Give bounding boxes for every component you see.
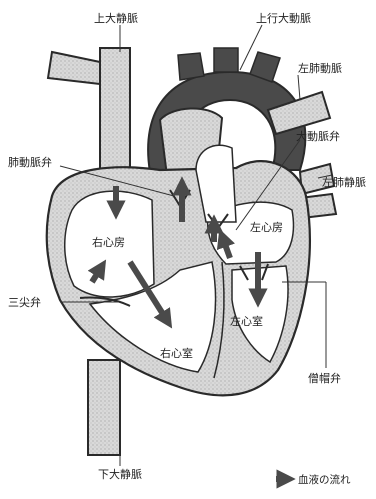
label-right-atrium: 右心房: [92, 235, 125, 249]
label-superior-vena-cava: 上大静脈: [94, 11, 138, 25]
label-pulmonary-veins: 左肺静脈: [322, 175, 366, 189]
inferior-vena-cava: [88, 360, 120, 455]
label-inferior-vena-cava: 下大静脈: [98, 467, 142, 481]
label-tricuspid-valve: 三尖弁: [8, 295, 41, 309]
label-ascending-aorta: 上行大動脈: [256, 11, 311, 25]
legend: 血液の流れ: [276, 473, 351, 486]
superior-vena-cava: [100, 48, 130, 178]
label-right-ventricle: 右心室: [160, 346, 193, 360]
label-left-ventricle: 左心室: [230, 314, 263, 328]
label-aortic-valve: 大動脈弁: [296, 129, 340, 143]
label-pulmonary-artery: 左肺動脈: [298, 61, 342, 75]
label-left-atrium: 左心房: [250, 221, 283, 234]
aortic-branch-1: [178, 53, 204, 80]
aortic-branch-2: [214, 48, 238, 72]
label-pulmonary-valve: 肺動脈弁: [8, 155, 52, 169]
label-mitral-valve: 僧帽弁: [308, 371, 341, 385]
legend-label: 血液の流れ: [298, 473, 351, 486]
svc-branch-left: [48, 52, 100, 84]
